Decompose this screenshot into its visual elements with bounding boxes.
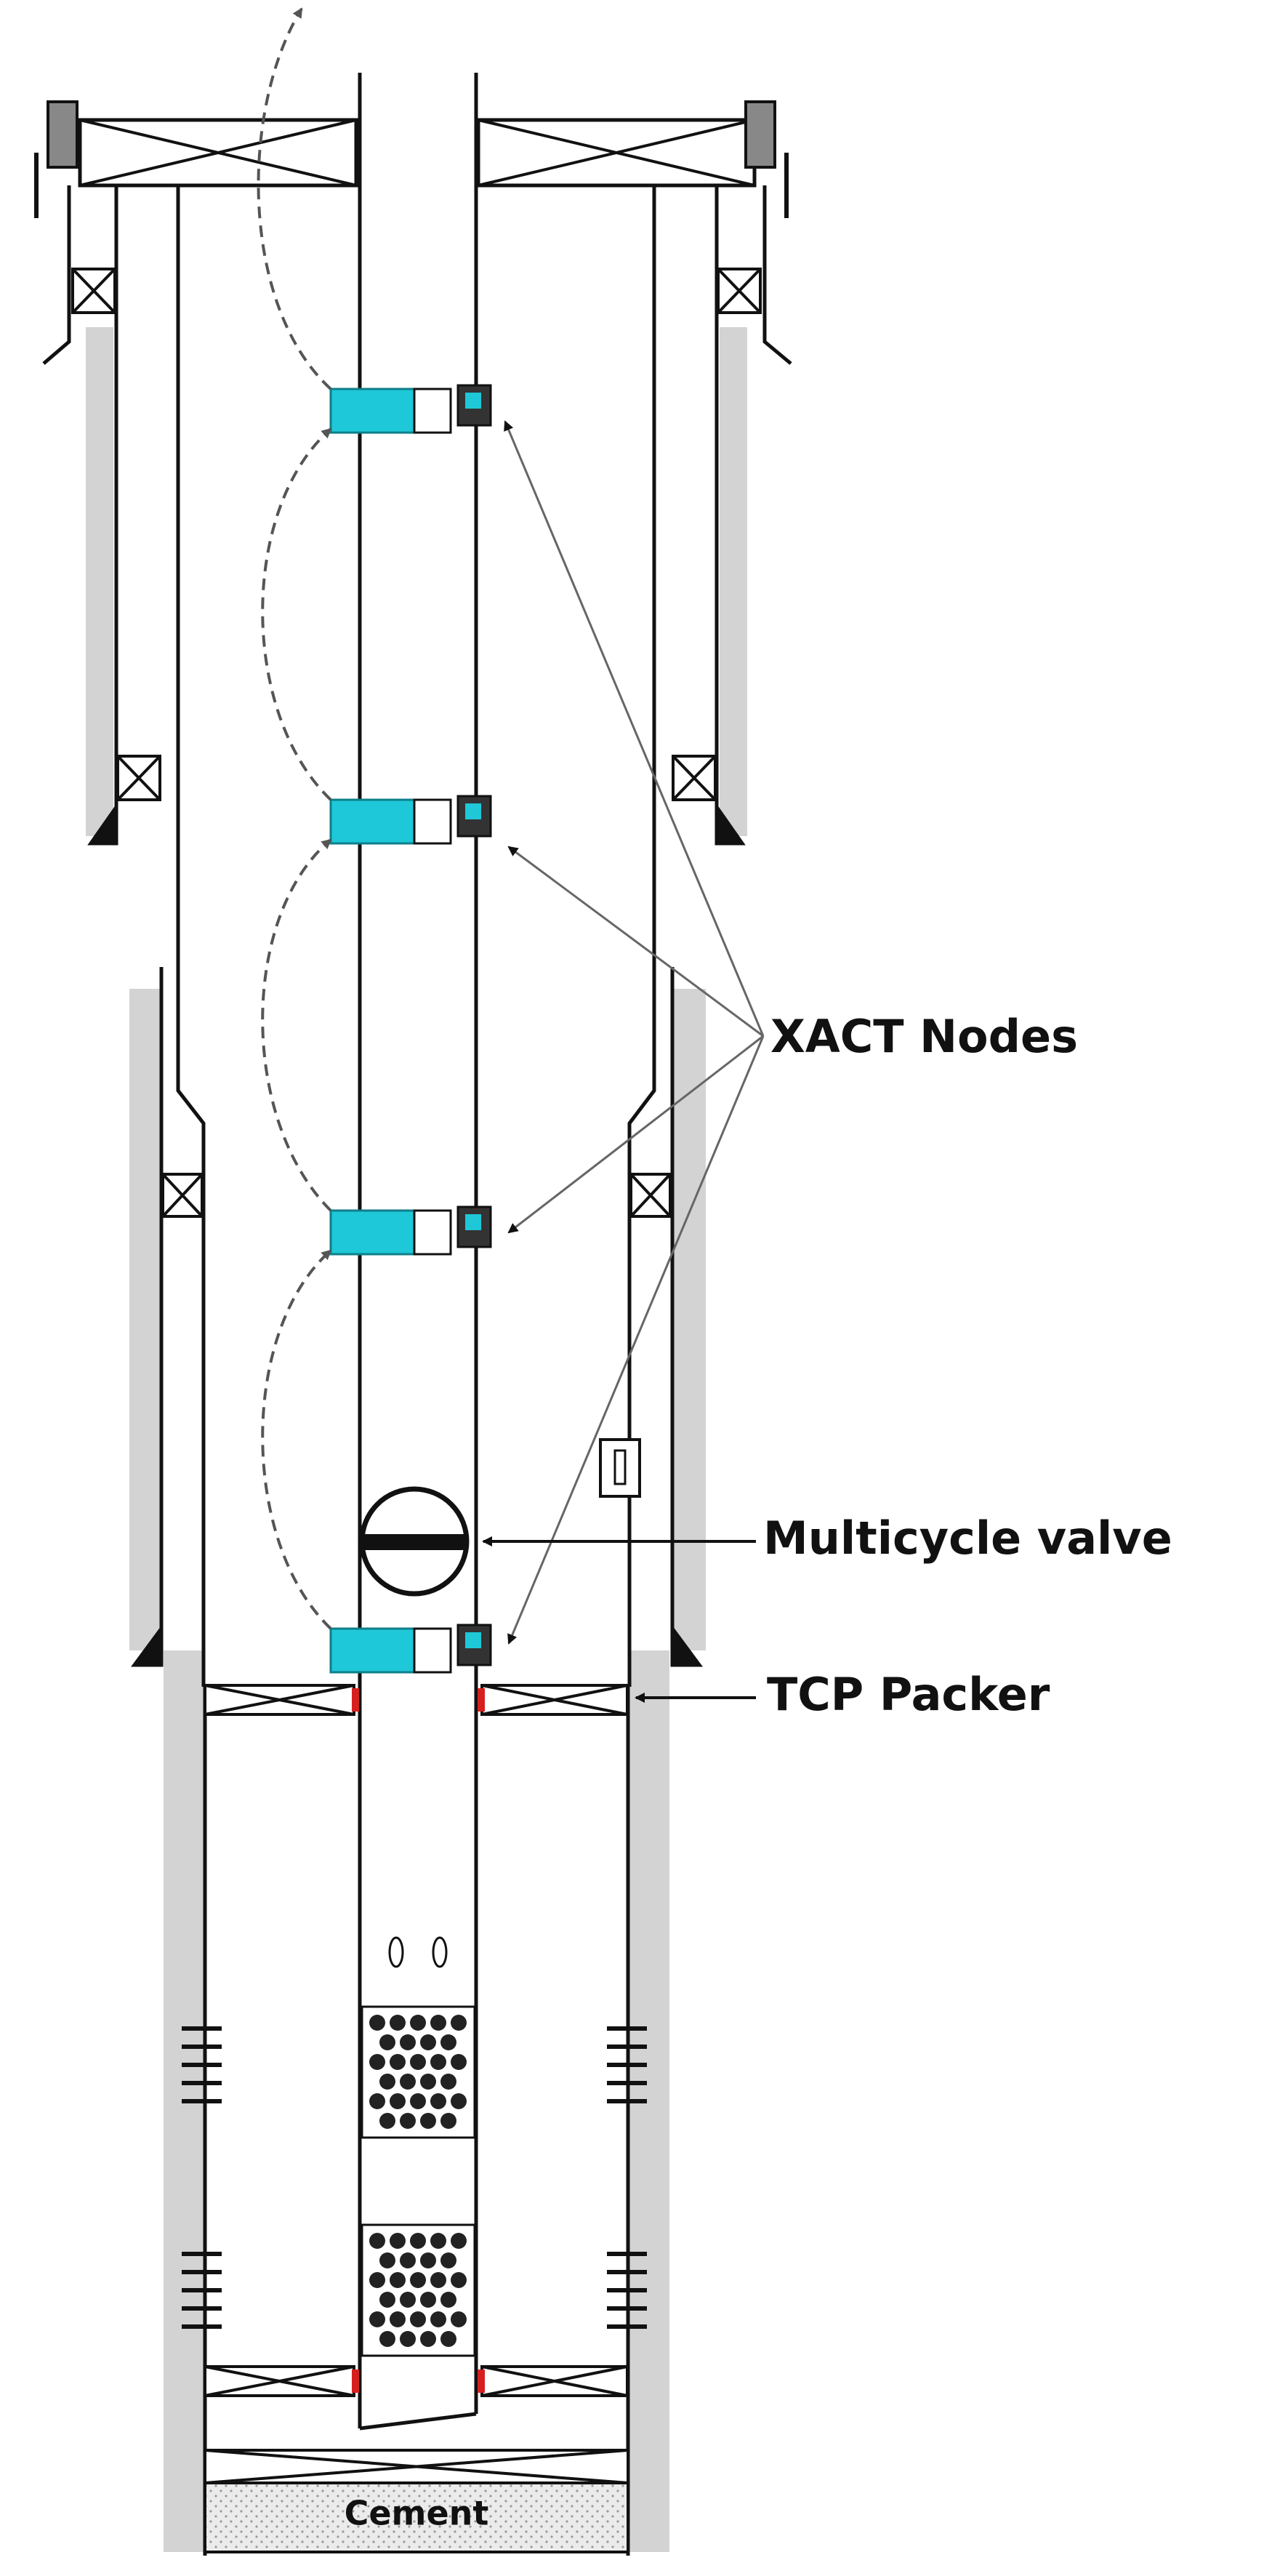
- perforation-hole: [390, 2054, 406, 2070]
- perforation-hole: [379, 2292, 395, 2308]
- xact-node-2: [329, 795, 492, 845]
- perforation-hole: [451, 2015, 467, 2031]
- wellhead: [34, 100, 789, 218]
- perforation-hole: [379, 2331, 395, 2347]
- perforation-hole: [420, 2113, 436, 2129]
- perforation-hole: [420, 2252, 436, 2268]
- perforation-hole: [400, 2113, 416, 2129]
- multicycle-valve-label: Multicycle valve: [763, 1512, 1172, 1565]
- perforation-hole: [451, 2093, 467, 2109]
- perforation-hole: [400, 2034, 416, 2050]
- perforation-hole: [369, 2233, 385, 2249]
- surface-casing: [42, 185, 792, 846]
- perforation-hole: [451, 2272, 467, 2288]
- perforation-hole: [369, 2272, 385, 2288]
- perforation-hole: [390, 2311, 406, 2327]
- perforation-hole: [369, 2015, 385, 2031]
- cement-plug: Cement: [204, 2481, 629, 2553]
- perforation-hole: [390, 2015, 406, 2031]
- perforation-hole: [400, 2292, 416, 2308]
- perforation-hole: [420, 2074, 436, 2090]
- perforation-hole: [410, 2093, 426, 2109]
- perforation-hole: [400, 2074, 416, 2090]
- perforation-hole: [440, 2113, 456, 2129]
- perforation-hole: [379, 2034, 395, 2050]
- perforating-gun-upper: [361, 1936, 476, 2139]
- perforation-hole: [451, 2311, 467, 2327]
- perforation-hole: [440, 2034, 456, 2050]
- perforation-hole: [410, 2311, 426, 2327]
- bottom-packer: [204, 2365, 629, 2397]
- perforation-tunnels: [182, 2026, 647, 2329]
- perforation-hole: [430, 2272, 446, 2288]
- perforation-hole: [420, 2034, 436, 2050]
- perforation-hole: [390, 2093, 406, 2109]
- perforation-hole: [430, 2054, 446, 2070]
- xact-nodes-label: XACT Nodes: [770, 1010, 1078, 1063]
- perforating-gun-lower: [361, 2223, 476, 2357]
- perforation-hole: [410, 2272, 426, 2288]
- side-pocket-gauge: [599, 1438, 641, 1498]
- perforation-hole: [379, 2074, 395, 2090]
- cement-shading: [86, 327, 747, 2552]
- perforation-hole: [379, 2252, 395, 2268]
- tcp-packer: [204, 1684, 629, 1716]
- multicycle-valve-icon: [359, 1486, 470, 1597]
- upper-annulus-seals: [71, 268, 762, 801]
- perforation-hole: [410, 2015, 426, 2031]
- cement-label: Cement: [345, 2494, 489, 2533]
- perforation-hole: [379, 2113, 395, 2129]
- perforation-hole: [400, 2252, 416, 2268]
- perforation-hole: [390, 2233, 406, 2249]
- perforation-hole: [440, 2074, 456, 2090]
- perforation-hole: [430, 2015, 446, 2031]
- xact-node-1: [329, 384, 492, 434]
- perforation-hole: [440, 2331, 456, 2347]
- xact-node-3: [329, 1205, 492, 1256]
- perforation-hole: [451, 2054, 467, 2070]
- perforation-hole: [369, 2054, 385, 2070]
- production-casing: [203, 1687, 630, 2556]
- bridge-plug: [204, 2449, 629, 2484]
- perforation-hole: [410, 2054, 426, 2070]
- perforation-hole: [369, 2093, 385, 2109]
- perforation-hole: [420, 2292, 436, 2308]
- perforation-hole: [390, 2272, 406, 2288]
- perforation-hole: [451, 2233, 467, 2249]
- intermediate-seals: [161, 1173, 672, 1218]
- perforation-hole: [410, 2233, 426, 2249]
- perforation-hole: [440, 2292, 456, 2308]
- xact-nodes: [329, 384, 492, 1674]
- perforation-hole: [440, 2252, 456, 2268]
- tcp-packer-label: TCP Packer: [767, 1668, 1050, 1721]
- xact-node-4: [329, 1624, 492, 1674]
- intermediate-casing: [131, 185, 703, 1687]
- perforation-hole: [420, 2331, 436, 2347]
- perforation-hole: [400, 2331, 416, 2347]
- perforation-hole: [369, 2311, 385, 2327]
- perforation-hole: [430, 2233, 446, 2249]
- acoustic-relay-paths: [257, 7, 332, 1630]
- perforation-hole: [430, 2311, 446, 2327]
- perforation-hole: [430, 2093, 446, 2109]
